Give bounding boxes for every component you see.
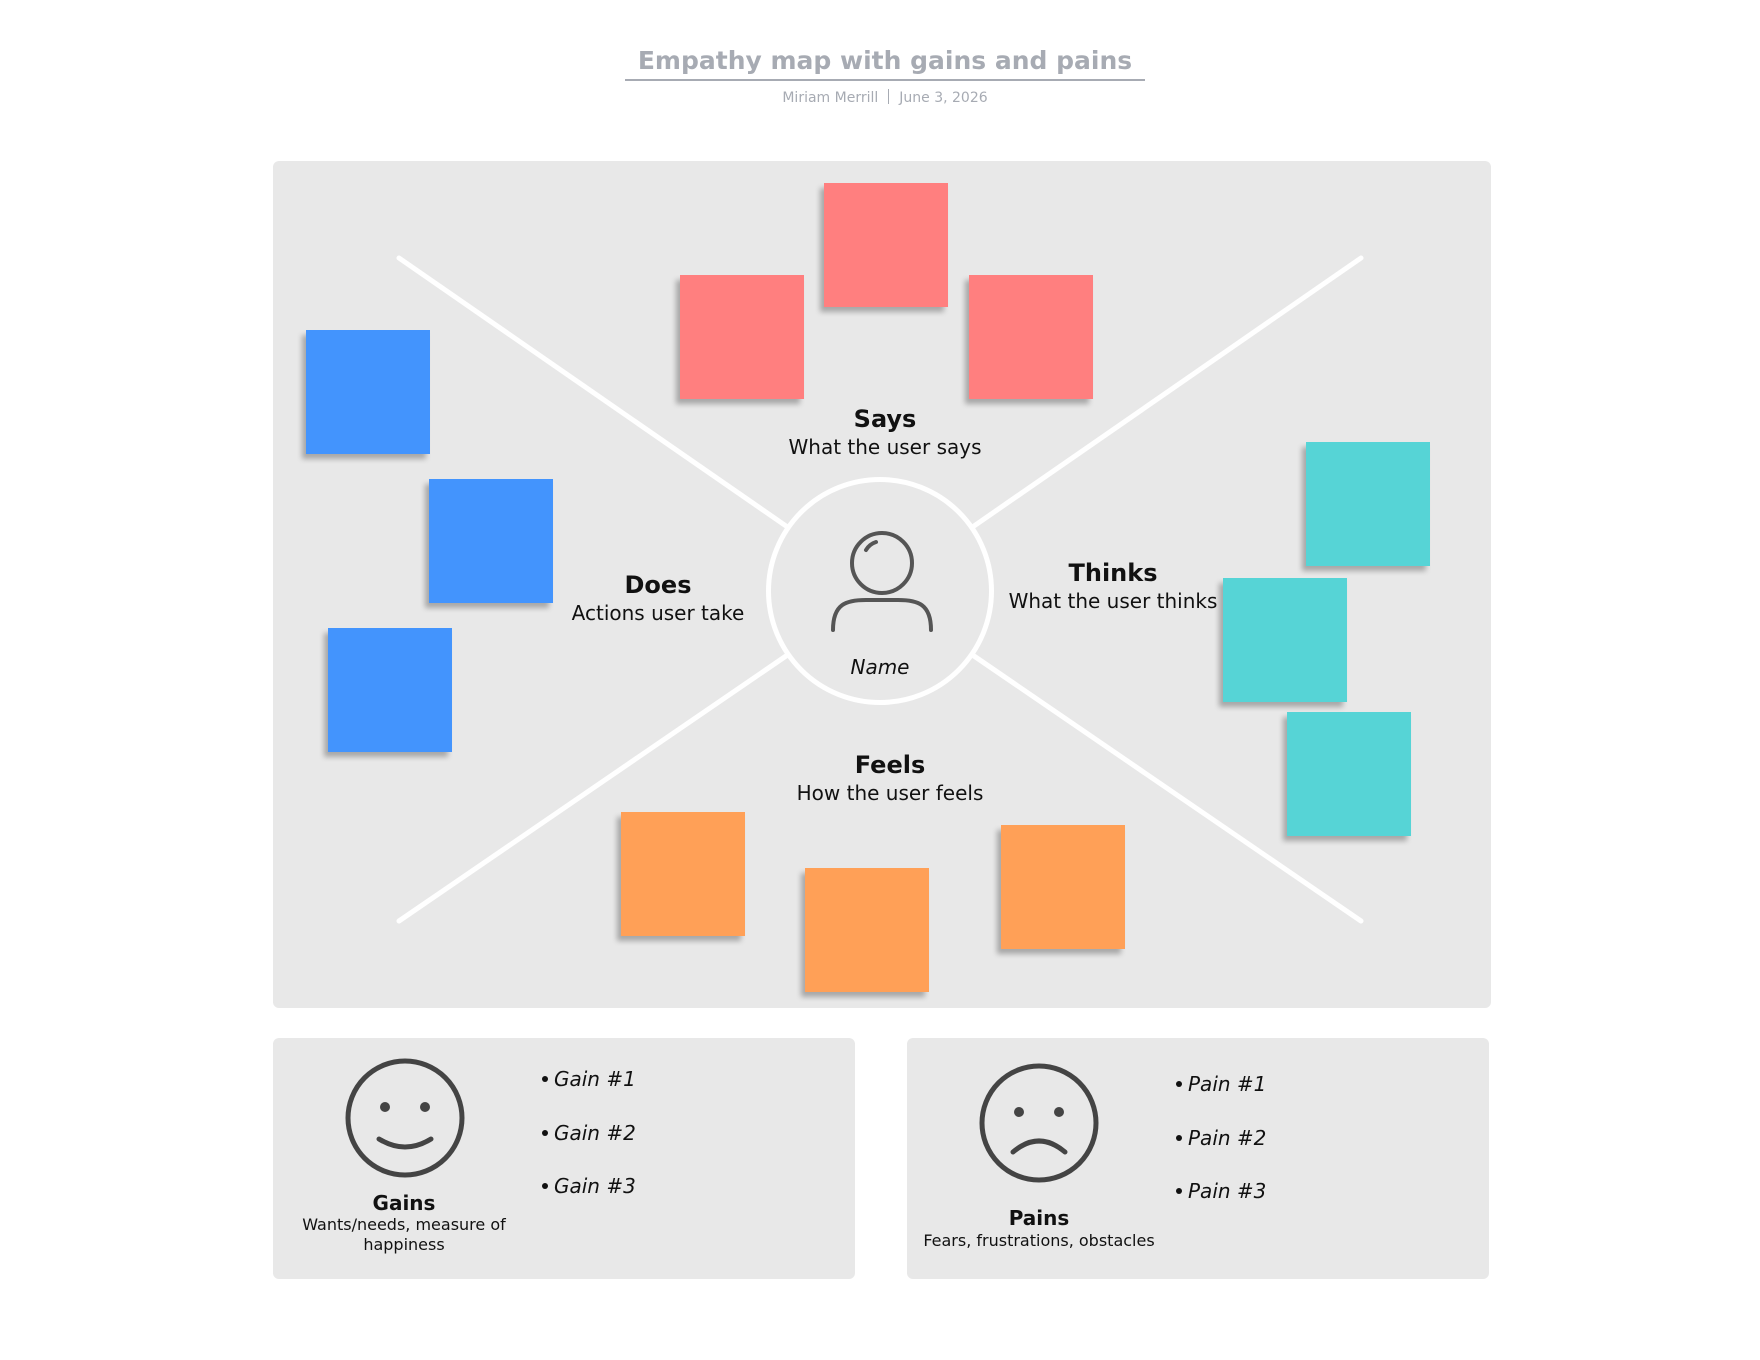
bullet-dot-icon [1176,1135,1182,1141]
gain-item[interactable]: Gain #1 [542,1067,636,1091]
bullet-dot-icon [542,1183,548,1189]
says-sticky-note[interactable] [824,183,948,307]
pains-title: Pains [1008,1206,1070,1230]
pains-subtitle: Fears, frustrations, obstacles [923,1231,1155,1250]
gains-subtitle: Wants/needs, measure of happiness [302,1215,506,1254]
says-sticky-note[interactable] [969,275,1093,399]
page-meta: Miriam Merrill June 3, 2026 [0,89,1760,106]
does-title: Does [624,571,692,599]
feels-sticky-note[interactable] [805,868,929,992]
bullet-dot-icon [542,1076,548,1082]
does-sticky-note[interactable] [429,479,553,603]
thinks-subtitle: What the user thinks [1008,589,1218,613]
does-sticky-note[interactable] [306,330,430,454]
says-subtitle: What the user says [788,435,982,459]
gain-item[interactable]: Gain #2 [542,1121,636,1145]
thinks-sticky-note[interactable] [1306,442,1430,566]
does-sticky-note[interactable] [328,628,452,752]
says-title: Says [853,405,917,433]
sad-face-icon [979,1063,1099,1183]
title-underline [625,79,1145,81]
says-section-label: Says What the user says [735,404,1035,460]
pain-item[interactable]: Pain #3 [1176,1179,1266,1203]
bullet-dot-icon [1176,1188,1182,1194]
gains-panel [273,1038,855,1279]
thinks-sticky-note[interactable] [1287,712,1411,836]
page-date: June 3, 2026 [899,90,988,106]
gains-title: Gains [372,1191,436,1215]
says-sticky-note[interactable] [680,275,804,399]
meta-divider [888,89,890,104]
feels-subtitle: How the user feels [796,781,984,805]
page-title: Empathy map with gains and pains [637,46,1133,75]
thinks-section-label: Thinks What the user thinks [1001,558,1225,614]
feels-section-label: Feels How the user feels [740,750,1040,806]
smiley-face-icon [345,1058,465,1178]
pain-item[interactable]: Pain #2 [1176,1126,1266,1150]
gain-item[interactable]: Gain #3 [542,1174,636,1198]
persona-name[interactable]: Name [850,655,910,679]
user-icon [831,531,933,632]
feels-title: Feels [854,751,926,779]
thinks-title: Thinks [1068,559,1158,587]
thinks-sticky-note[interactable] [1223,578,1347,702]
pain-item[interactable]: Pain #1 [1176,1072,1266,1096]
does-subtitle: Actions user take [571,601,745,625]
author-name: Miriam Merrill [782,90,879,106]
feels-sticky-note[interactable] [621,812,745,936]
bullet-dot-icon [542,1130,548,1136]
does-section-label: Does Actions user take [548,570,768,626]
bullet-dot-icon [1176,1081,1182,1087]
feels-sticky-note[interactable] [1001,825,1125,949]
